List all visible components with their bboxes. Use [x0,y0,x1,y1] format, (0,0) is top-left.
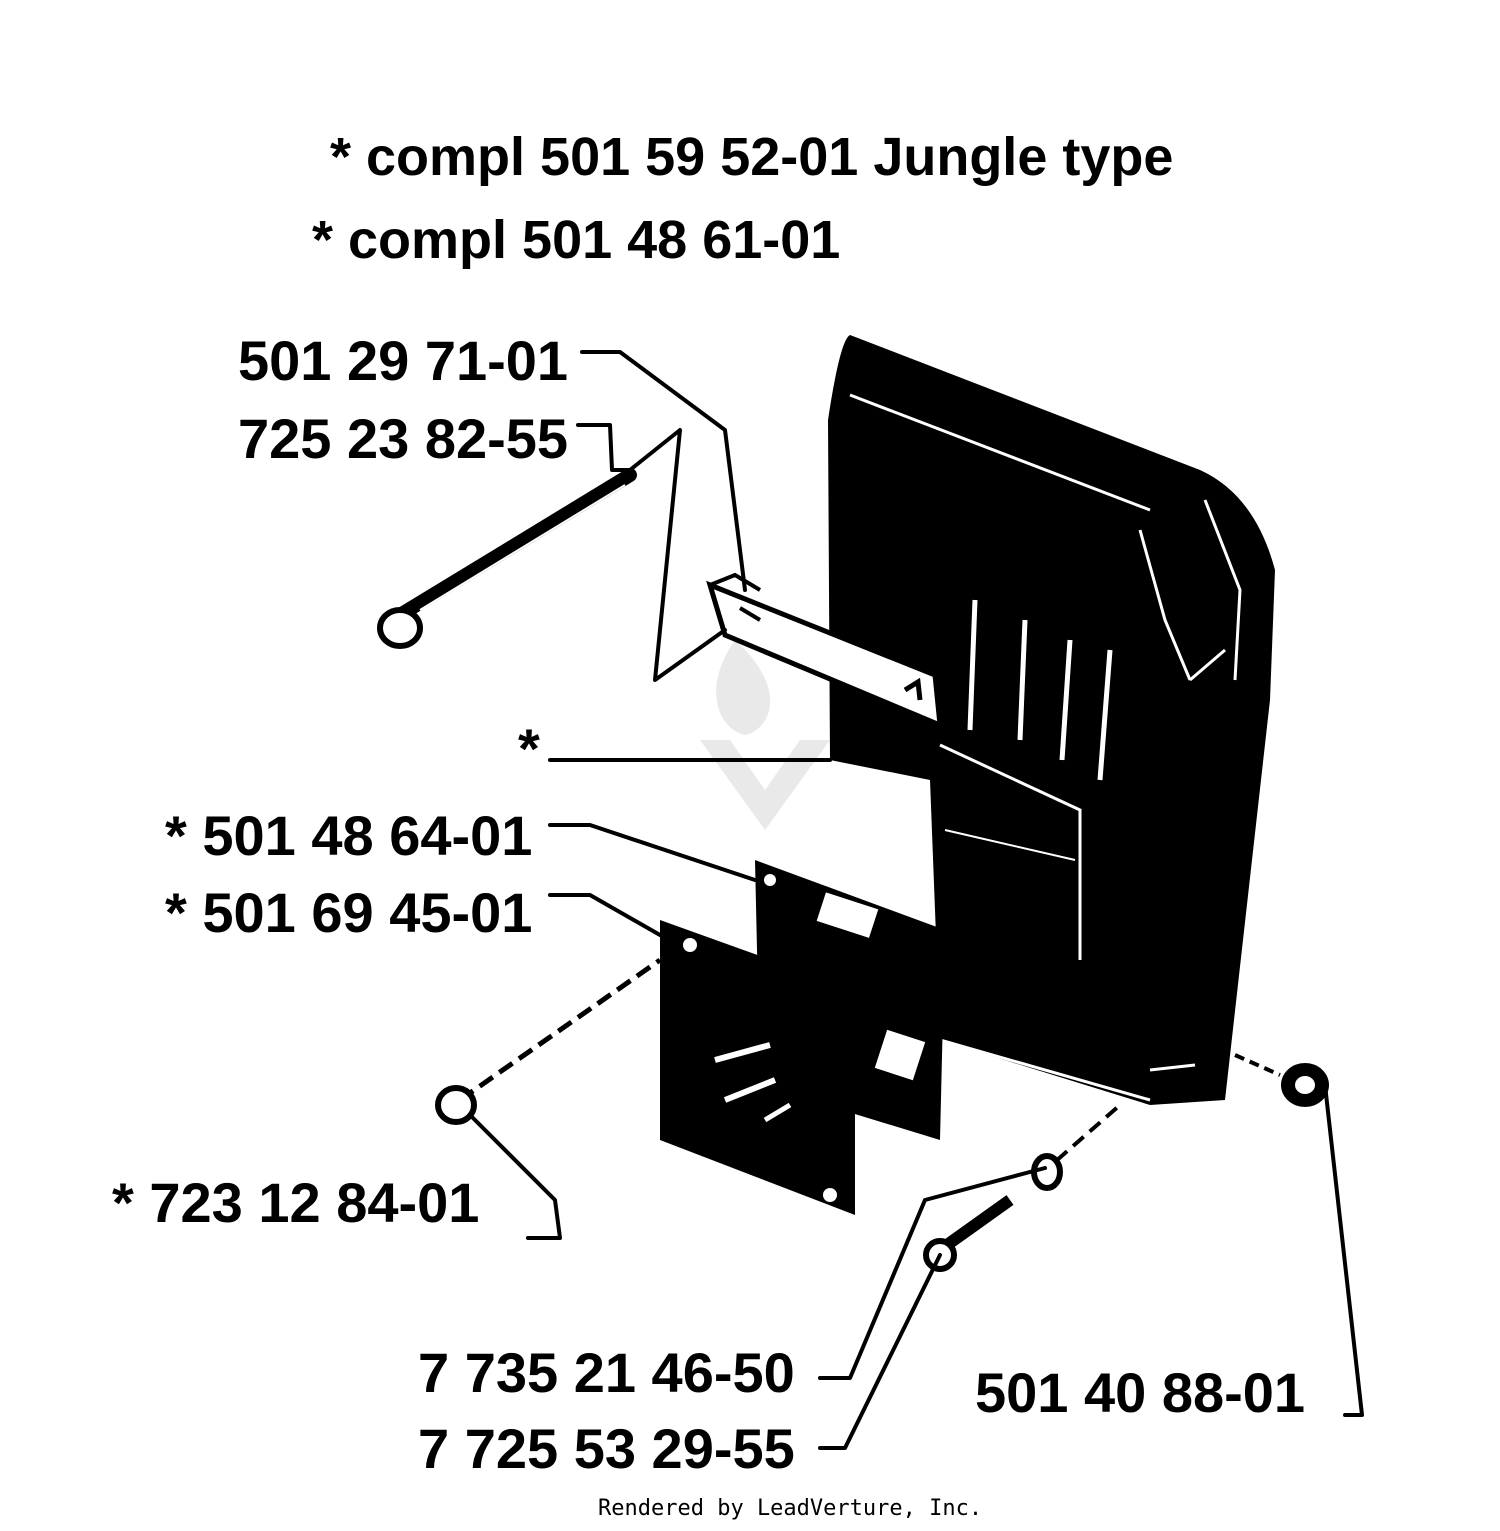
callout-asterisk: * [518,717,540,780]
leader-lines [468,350,1364,1450]
bracket-strap [706,572,943,729]
nut-right [1234,1053,1329,1107]
watermark-logo [700,640,830,830]
header-line-2: * compl 501 48 61-01 [312,210,840,270]
header-line-1: * compl 501 59 52-01 Jungle type [330,127,1173,187]
bolt-lower-right [923,1103,1122,1272]
gasket-front [660,920,855,1215]
callout-501-29-71-01: 501 29 71-01 [238,329,568,392]
callout-725-23-82-55: 725 23 82-55 [238,407,568,470]
muffler-body [828,335,1275,1105]
callout-725-53-29-55: 7 725 53 29-55 [418,1417,795,1480]
callout-723-12-84-01: * 723 12 84-01 [112,1171,479,1234]
washer [1031,1153,1063,1191]
footer-credit: Rendered by LeadVerture, Inc. [598,1496,982,1521]
callout-501-69-45-01: * 501 69 45-01 [165,881,532,944]
callout-735-21-46-50: 7 735 21 46-50 [418,1341,795,1404]
callout-501-48-64-01: * 501 48 64-01 [165,804,532,867]
callout-501-40-88-01: 501 40 88-01 [975,1361,1305,1424]
long-bolt [377,468,637,649]
bolt-left [435,957,662,1125]
